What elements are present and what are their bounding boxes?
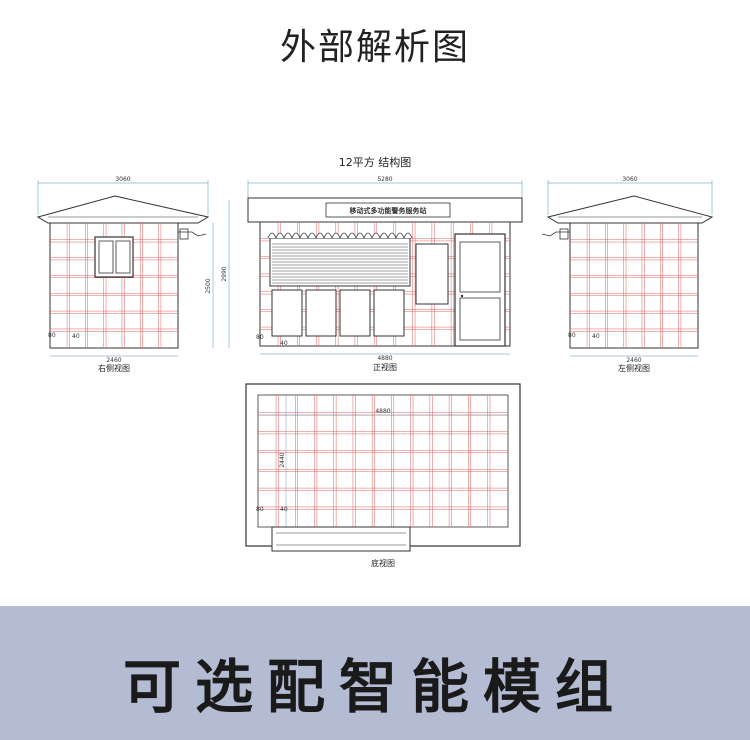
caption-bottom: 底视图 <box>371 558 395 568</box>
dim-4880-front: 4880 <box>377 355 392 362</box>
caption-front: 正视图 <box>373 362 397 372</box>
dim-2990: 2990 <box>221 266 228 281</box>
dim-2440: 2440 <box>279 452 286 467</box>
dim-5280: 5280 <box>377 176 392 183</box>
page-title: 外部解析图 <box>279 27 470 68</box>
mark-80-bottom: 80 <box>256 506 264 513</box>
mark-40-left: 40 <box>592 333 600 340</box>
dim-2460-left: 2460 <box>626 357 641 364</box>
dim-4880-bottom: 4880 <box>375 408 390 415</box>
left-side-view: 3060 80 40 2460 左侧视图 <box>541 176 714 373</box>
panel-grid <box>570 223 698 348</box>
bottom-view: 4880 2440 80 40 底视图 <box>245 383 521 568</box>
caption-left-side: 左侧视图 <box>618 363 650 373</box>
mark-40-bottom: 40 <box>280 506 288 513</box>
caption-right-side: 右侧视图 <box>98 363 130 373</box>
dim-2500: 2500 <box>205 278 212 293</box>
dim-3060-right: 3060 <box>115 176 130 183</box>
right-side-view: 3060 2500 2990 80 40 2460 右侧视图 <box>36 176 230 373</box>
dim-2460-right: 2460 <box>106 357 121 364</box>
mark-80-left: 80 <box>568 332 576 339</box>
structure-drawing: 12平方 结构图 3060 2500 2990 80 40 2460 右侧视图 <box>36 155 714 568</box>
mark-80-front: 80 <box>256 334 264 341</box>
window-blinds <box>272 243 408 284</box>
mark-80-right: 80 <box>48 332 56 339</box>
mark-40-front: 40 <box>280 340 288 347</box>
sign-text: 移动式多功能警务服务站 <box>350 206 427 215</box>
front-view: 5280 移动式多功能警务服务站 80 40 4880 正视图 <box>247 176 523 372</box>
banner-text: 可选配智能模组 <box>122 653 627 721</box>
dim-3060-left: 3060 <box>622 176 637 183</box>
drawing-title: 12平方 结构图 <box>339 155 412 169</box>
panel-grid <box>258 395 508 527</box>
banner: 可选配智能模组 <box>0 606 750 740</box>
mark-40-right: 40 <box>72 333 80 340</box>
